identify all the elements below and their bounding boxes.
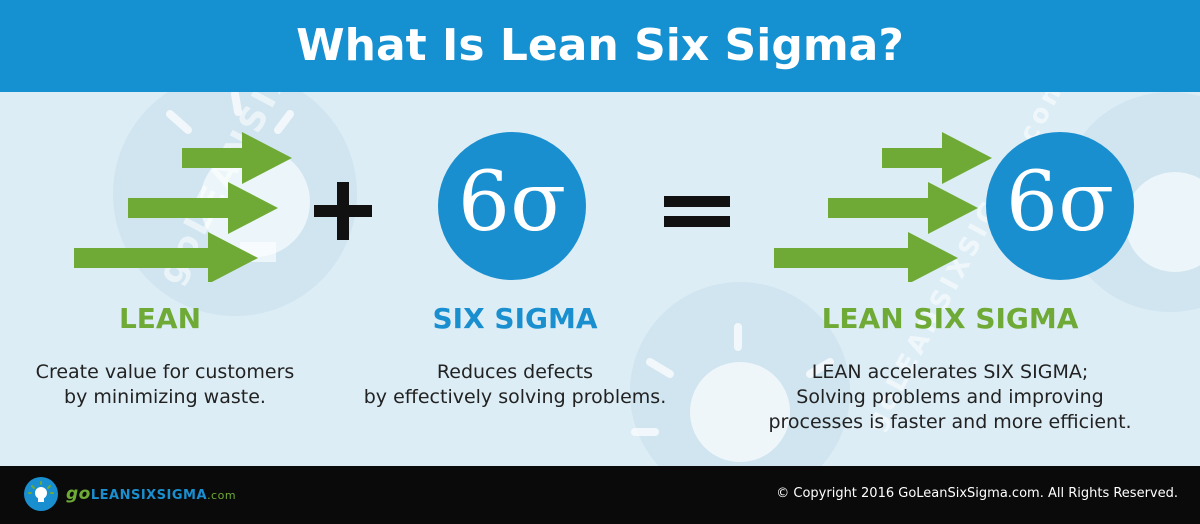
logo-text: goLEANSIXSIGMA.com: [66, 484, 236, 504]
lean-label: LEAN: [118, 302, 202, 335]
lean-desc-line1: Create value for customers: [35, 361, 295, 383]
infographic-body: goLEANSIXSIGMA goLEANSIXSIGMA.com 6σ 6σ …: [0, 92, 1200, 466]
company-logo[interactable]: goLEANSIXSIGMA.com: [24, 477, 236, 511]
six-sigma-description: Reduces defects by effectively solving p…: [345, 360, 685, 410]
copyright-text: © Copyright 2016 GoLeanSixSigma.com. All…: [776, 486, 1178, 501]
equals-icon: [664, 196, 730, 227]
lss-desc-line1: LEAN accelerates SIX SIGMA;: [811, 361, 1089, 383]
six-sigma-desc-line2: by effectively solving problems.: [363, 386, 667, 408]
logo-domain: .com: [207, 489, 237, 502]
logo-name: LEANSIXSIGMA: [90, 488, 208, 503]
six-sigma-desc-line1: Reduces defects: [436, 361, 594, 383]
lean-six-sigma-label: LEAN SIX SIGMA: [821, 302, 1079, 335]
six-sigma-label: SIX SIGMA: [432, 302, 598, 335]
lean-six-sigma-symbol: 6σ: [1005, 155, 1115, 250]
six-sigma-badge: 6σ: [438, 132, 586, 280]
lean-arrows: [74, 132, 292, 282]
lss-desc-line3: processes is faster and more efficient.: [768, 411, 1132, 433]
six-sigma-symbol: 6σ: [457, 155, 567, 250]
lightbulb-icon: [24, 477, 58, 511]
lean-six-sigma-badge: 6σ: [986, 132, 1134, 280]
footer-bar: goLEANSIXSIGMA.com © Copyright 2016 GoLe…: [0, 466, 1200, 524]
logo-go: go: [66, 484, 91, 504]
lean-description: Create value for customers by minimizing…: [20, 360, 310, 410]
lss-desc-line2: Solving problems and improving: [796, 386, 1104, 408]
lean-six-sigma-description: LEAN accelerates SIX SIGMA; Solving prob…: [750, 360, 1150, 435]
lean-six-sigma-arrows: [774, 132, 992, 282]
page-title: What Is Lean Six Sigma?: [296, 20, 904, 71]
header-banner: What Is Lean Six Sigma?: [0, 0, 1200, 92]
plus-icon: [314, 182, 372, 240]
arrow-icon: [774, 132, 992, 282]
lean-desc-line2: by minimizing waste.: [64, 386, 266, 408]
arrow-icon: [74, 132, 292, 282]
